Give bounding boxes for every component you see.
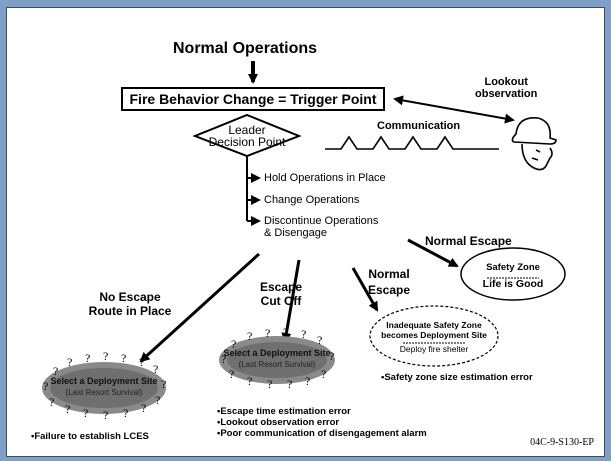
svg-text:?: ? xyxy=(153,362,158,376)
bullet-right-0: •Safety zone size estimation error xyxy=(381,372,533,383)
bullet-mid-0: •Escape time estimation error xyxy=(217,406,351,417)
svg-text:?: ? xyxy=(43,379,48,393)
deploy-site-left-title: Select a Deployment Site xyxy=(50,376,158,386)
safety-zone-ellipse xyxy=(460,247,566,301)
svg-text:?: ? xyxy=(267,377,272,391)
arrow-normal-escape-mid xyxy=(351,267,379,312)
communication-zigzag xyxy=(325,135,499,150)
deploy-site-mid-subtitle: (Last Resort Survival) xyxy=(238,360,316,369)
svg-text:?: ? xyxy=(121,351,126,365)
svg-text:?: ? xyxy=(265,326,270,340)
svg-text:?: ? xyxy=(155,393,160,407)
svg-text:?: ? xyxy=(67,355,72,369)
svg-text:?: ? xyxy=(221,352,226,366)
svg-text:?: ? xyxy=(247,374,252,388)
svg-text:?: ? xyxy=(283,325,288,339)
svg-text:?: ? xyxy=(85,351,90,365)
svg-text:?: ? xyxy=(287,377,292,391)
inadequate-zone-subtitle: Deploy fire shelter xyxy=(399,344,469,354)
svg-text:?: ? xyxy=(103,349,108,363)
svg-text:?: ? xyxy=(229,367,234,381)
svg-text:?: ? xyxy=(247,329,252,343)
svg-text:?: ? xyxy=(49,395,54,409)
option-change: Change Operations xyxy=(264,194,360,206)
svg-text:?: ? xyxy=(317,333,322,347)
arrow-lookout xyxy=(393,95,515,124)
arrow-escape-cut-off xyxy=(281,259,301,343)
option-hold: Hold Operations in Place xyxy=(264,172,386,184)
svg-text:?: ? xyxy=(321,367,326,381)
arrow-normal-escape-top xyxy=(407,238,459,268)
safety-zone-subtitle: Life is Good xyxy=(482,278,544,290)
svg-text:?: ? xyxy=(123,406,128,420)
svg-text:?: ? xyxy=(161,377,166,391)
communication-label: Communication xyxy=(377,120,461,132)
deploy-site-left-subtitle: (Last Resort Survival) xyxy=(65,388,143,397)
svg-text:?: ? xyxy=(139,355,144,369)
option-discontinue: Discontinue Operations& Disengage xyxy=(264,215,379,239)
safety-zone-title: Safety Zone xyxy=(486,262,540,273)
slide: ??????? ?? ??????? ?????? ?? ?????? Norm… xyxy=(6,7,605,457)
svg-text:?: ? xyxy=(65,402,70,416)
page-title: Normal Operations xyxy=(173,40,318,57)
diagram-connectors: ??????? ?? ??????? ?????? ?? ?????? xyxy=(42,61,566,422)
lookout-helmet-icon xyxy=(511,117,557,171)
bullet-mid-2: •Poor communication of disengagement ala… xyxy=(217,428,427,439)
svg-text:?: ? xyxy=(231,337,236,351)
bullet-mid-1: •Lookout observation error xyxy=(217,417,340,428)
svg-text:?: ? xyxy=(305,374,310,388)
normal-escape-top-label: Normal Escape xyxy=(425,234,512,248)
svg-text:?: ? xyxy=(329,349,334,363)
question-marks: ??????? ?? ??????? ?????? ?? ?????? xyxy=(43,325,334,422)
bullet-left-0: •Failure to establish LCES xyxy=(31,431,149,442)
inadequate-zone-ellipse xyxy=(369,305,499,367)
svg-text:?: ? xyxy=(301,327,306,341)
svg-text:?: ? xyxy=(141,401,146,415)
arrow-no-escape xyxy=(139,252,261,363)
svg-text:?: ? xyxy=(103,408,108,422)
svg-text:?: ? xyxy=(53,364,58,378)
deploy-site-mid-title: Select a Deployment Site xyxy=(223,348,331,358)
trigger-point-box: Fire Behavior Change = Trigger Point xyxy=(121,87,385,111)
footer-code: 04C-9-S130-EP xyxy=(530,437,594,448)
svg-text:?: ? xyxy=(83,406,88,420)
